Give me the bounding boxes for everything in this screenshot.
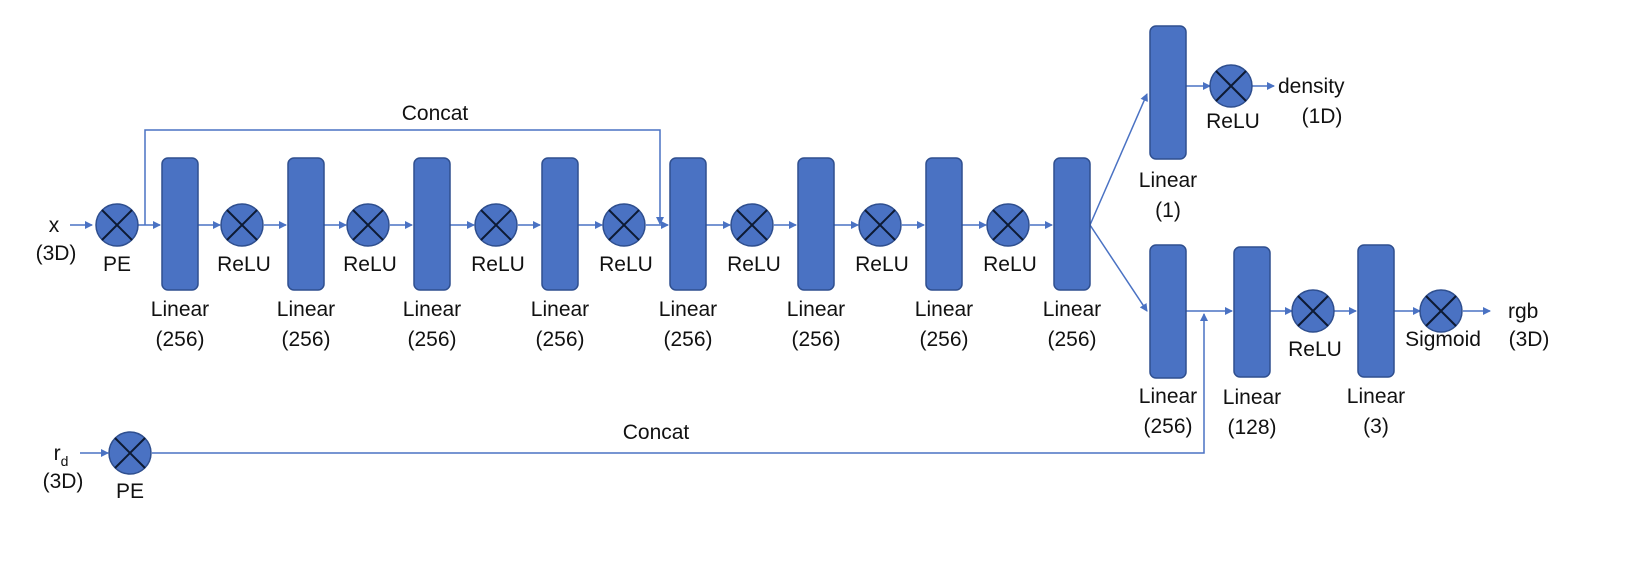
svg-text:(256): (256) <box>791 328 840 351</box>
svg-text:ReLU: ReLU <box>983 253 1037 276</box>
linear-layer-1: Linear (256) <box>151 157 209 351</box>
concat-label-bottom: Concat <box>623 421 690 444</box>
svg-text:Sigmoid: Sigmoid <box>1405 328 1481 351</box>
pe-node-x: PE <box>95 203 139 276</box>
rgb-output-dim: (3D) <box>1509 328 1550 351</box>
svg-text:ReLU: ReLU <box>727 253 781 276</box>
svg-text:ReLU: ReLU <box>599 253 653 276</box>
svg-text:(3): (3) <box>1363 415 1389 438</box>
linear-layer-5: Linear (256) <box>659 157 717 351</box>
svg-text:(1): (1) <box>1155 199 1181 222</box>
rgb-output-label: rgb <box>1508 300 1538 323</box>
relu-node-1: ReLU <box>217 203 271 276</box>
svg-text:Linear: Linear <box>1347 385 1405 408</box>
linear-layer-7: Linear (256) <box>915 157 973 351</box>
svg-text:ReLU: ReLU <box>1288 338 1342 361</box>
relu-node-5: ReLU <box>727 203 781 276</box>
svg-text:ReLU: ReLU <box>1206 110 1260 133</box>
svg-text:(256): (256) <box>919 328 968 351</box>
pe-node-rd: PE <box>108 431 152 503</box>
rgb-relu-node: ReLU <box>1288 289 1342 361</box>
concat-label-top: Concat <box>402 102 469 125</box>
svg-text:Linear: Linear <box>1223 386 1281 409</box>
svg-text:ReLU: ReLU <box>471 253 525 276</box>
svg-text:Linear: Linear <box>659 298 717 321</box>
input-x-label: x <box>49 214 60 237</box>
input-rd-subscript: d <box>61 453 69 469</box>
svg-text:Linear: Linear <box>915 298 973 321</box>
linear-layer-3: Linear (256) <box>403 157 461 351</box>
svg-text:(256): (256) <box>1047 328 1096 351</box>
svg-text:(256): (256) <box>535 328 584 351</box>
svg-text:Linear: Linear <box>151 298 209 321</box>
svg-text:Linear: Linear <box>531 298 589 321</box>
rgb-linear-layer-3: Linear (3) <box>1347 244 1405 438</box>
svg-text:ReLU: ReLU <box>855 253 909 276</box>
density-output-dim: (1D) <box>1302 105 1343 128</box>
svg-text:(256): (256) <box>281 328 330 351</box>
input-rd-label: rd <box>54 442 69 469</box>
svg-text:Linear: Linear <box>277 298 335 321</box>
svg-text:(128): (128) <box>1227 416 1276 439</box>
relu-node-6: ReLU <box>855 203 909 276</box>
rgb-linear-layer-1: Linear (256) <box>1139 244 1197 438</box>
svg-text:(256): (256) <box>1143 415 1192 438</box>
relu-node-7: ReLU <box>983 203 1037 276</box>
rgb-sigmoid-node: Sigmoid <box>1405 289 1481 351</box>
density-output-label: density <box>1278 75 1345 98</box>
svg-text:ReLU: ReLU <box>343 253 397 276</box>
density-linear-layer: Linear (1) <box>1139 25 1197 222</box>
connections <box>70 82 1491 457</box>
svg-text:(256): (256) <box>407 328 456 351</box>
linear-layer-6: Linear (256) <box>787 157 845 351</box>
density-head: Linear (1) ReLU density (1D) <box>1139 25 1345 222</box>
svg-text:Linear: Linear <box>1043 298 1101 321</box>
relu-node-4: ReLU <box>599 203 653 276</box>
relu-node-2: ReLU <box>343 203 397 276</box>
svg-text:(256): (256) <box>663 328 712 351</box>
input-x: x (3D) <box>36 214 77 265</box>
linear-layer-2: Linear (256) <box>277 157 335 351</box>
rgb-head: Linear (256) Linear (128) ReLU Linear (3… <box>1139 244 1550 439</box>
linear-layer-4: Linear (256) <box>531 157 589 351</box>
input-rd-name: r <box>54 442 61 465</box>
pe-label: PE <box>103 253 131 276</box>
svg-text:Linear: Linear <box>1139 169 1197 192</box>
rgb-linear-layer-2: Linear (128) <box>1223 246 1281 439</box>
relu-node-3: ReLU <box>471 203 525 276</box>
pe-label: PE <box>116 480 144 503</box>
svg-text:Linear: Linear <box>787 298 845 321</box>
input-rd-dim: (3D) <box>43 470 84 493</box>
input-rd: rd (3D) <box>43 442 84 493</box>
svg-text:ReLU: ReLU <box>217 253 271 276</box>
main-trunk: Linear (256) Linear (256) Linear (256) L… <box>151 157 1101 351</box>
svg-text:Linear: Linear <box>1139 385 1197 408</box>
density-relu-node: ReLU <box>1206 64 1260 133</box>
linear-layer-8: Linear (256) <box>1043 157 1101 351</box>
input-x-dim: (3D) <box>36 242 77 265</box>
svg-text:Linear: Linear <box>403 298 461 321</box>
svg-text:(256): (256) <box>155 328 204 351</box>
trunk-relu-nodes: ReLU ReLU ReLU ReLU ReLU ReLU <box>217 203 1037 276</box>
